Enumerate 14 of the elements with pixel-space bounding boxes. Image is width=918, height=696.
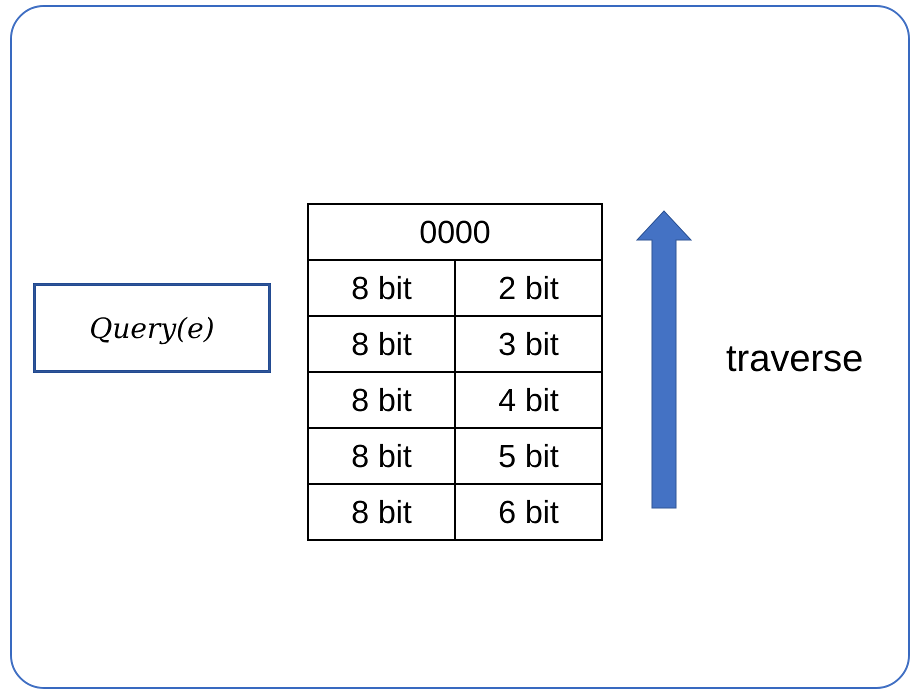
table-cell: 3 bit xyxy=(455,316,602,372)
table-cell: 5 bit xyxy=(455,428,602,484)
table-cell: 6 bit xyxy=(455,484,602,540)
table-cell: 8 bit xyxy=(308,484,455,540)
query-text: Query(e) xyxy=(89,312,215,344)
table-cell: 8 bit xyxy=(308,316,455,372)
query-box xyxy=(33,283,271,373)
table-cell: 8 bit xyxy=(308,372,455,428)
arrow-caption: traverse xyxy=(726,338,864,381)
table-cell: 2 bit xyxy=(455,260,602,316)
table-header-cell: 0000 xyxy=(308,204,602,260)
table-cell: 8 bit xyxy=(308,428,455,484)
table-cell: 8 bit xyxy=(308,260,455,316)
table-cell: 4 bit xyxy=(455,372,602,428)
